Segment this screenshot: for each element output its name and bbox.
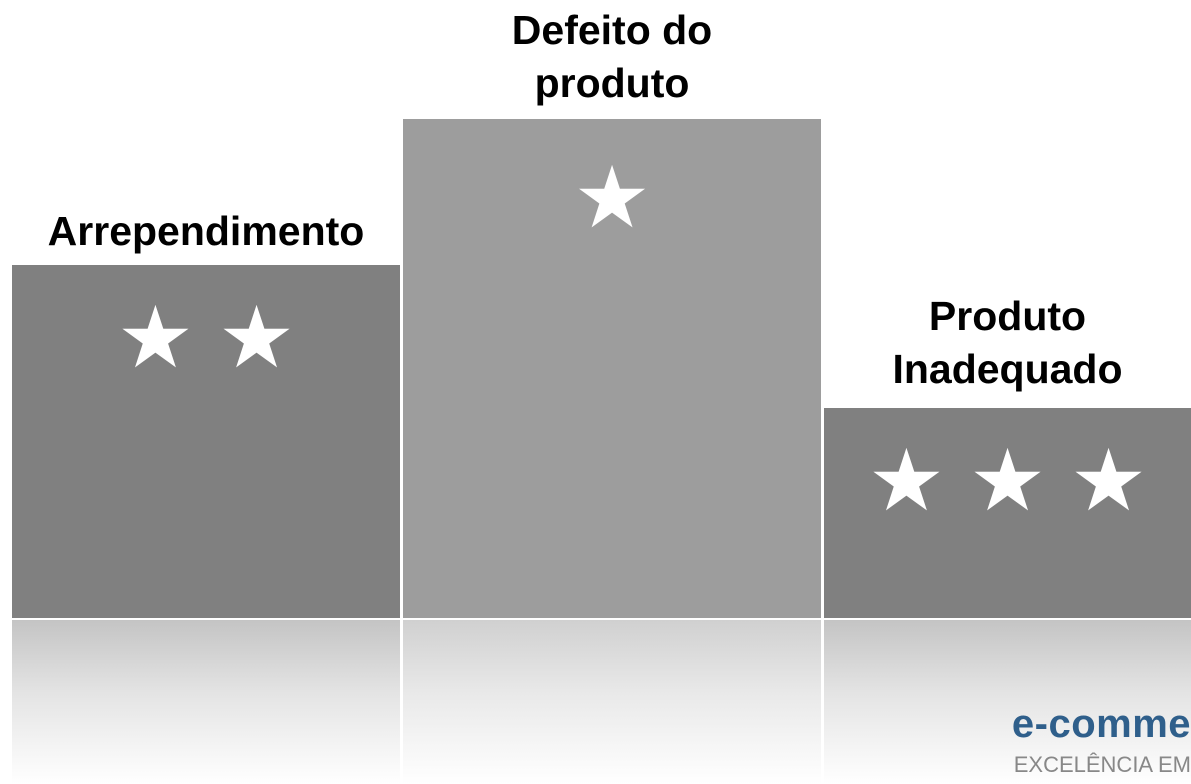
star-icon: ★ [116, 290, 194, 386]
podium-reflection-defeito [403, 620, 821, 784]
star-rating-defeito: ★ [403, 155, 821, 241]
podium-label-inadequado: Produto Inadequado [892, 293, 1123, 393]
star-icon: ★ [968, 433, 1047, 529]
star-rating-inadequado: ★ ★ ★ [824, 438, 1191, 524]
podium-label-arrependimento: Arrependimento [47, 208, 365, 254]
star-rating-arrependimento: ★ ★ [12, 295, 400, 381]
podium-label-defeito: Defeito do produto [511, 7, 713, 107]
star-icon: ★ [218, 290, 296, 386]
podium-bar-inadequado: ★ ★ ★ [824, 408, 1191, 618]
podium-bar-arrependimento: ★ ★ [12, 265, 400, 618]
podium-reflection-inadequado [824, 620, 1191, 784]
podium-bar-defeito: ★ [403, 119, 821, 618]
brand-name: e-comme [1011, 702, 1191, 746]
podium-reflection-arrependimento [12, 620, 400, 784]
brand-tagline: EXCELÊNCIA EM [1013, 752, 1191, 777]
star-icon: ★ [573, 150, 651, 246]
star-icon: ★ [867, 433, 945, 529]
star-icon: ★ [1070, 433, 1148, 529]
brand-logo: e-comme EXCELÊNCIA EM [961, 694, 1191, 784]
